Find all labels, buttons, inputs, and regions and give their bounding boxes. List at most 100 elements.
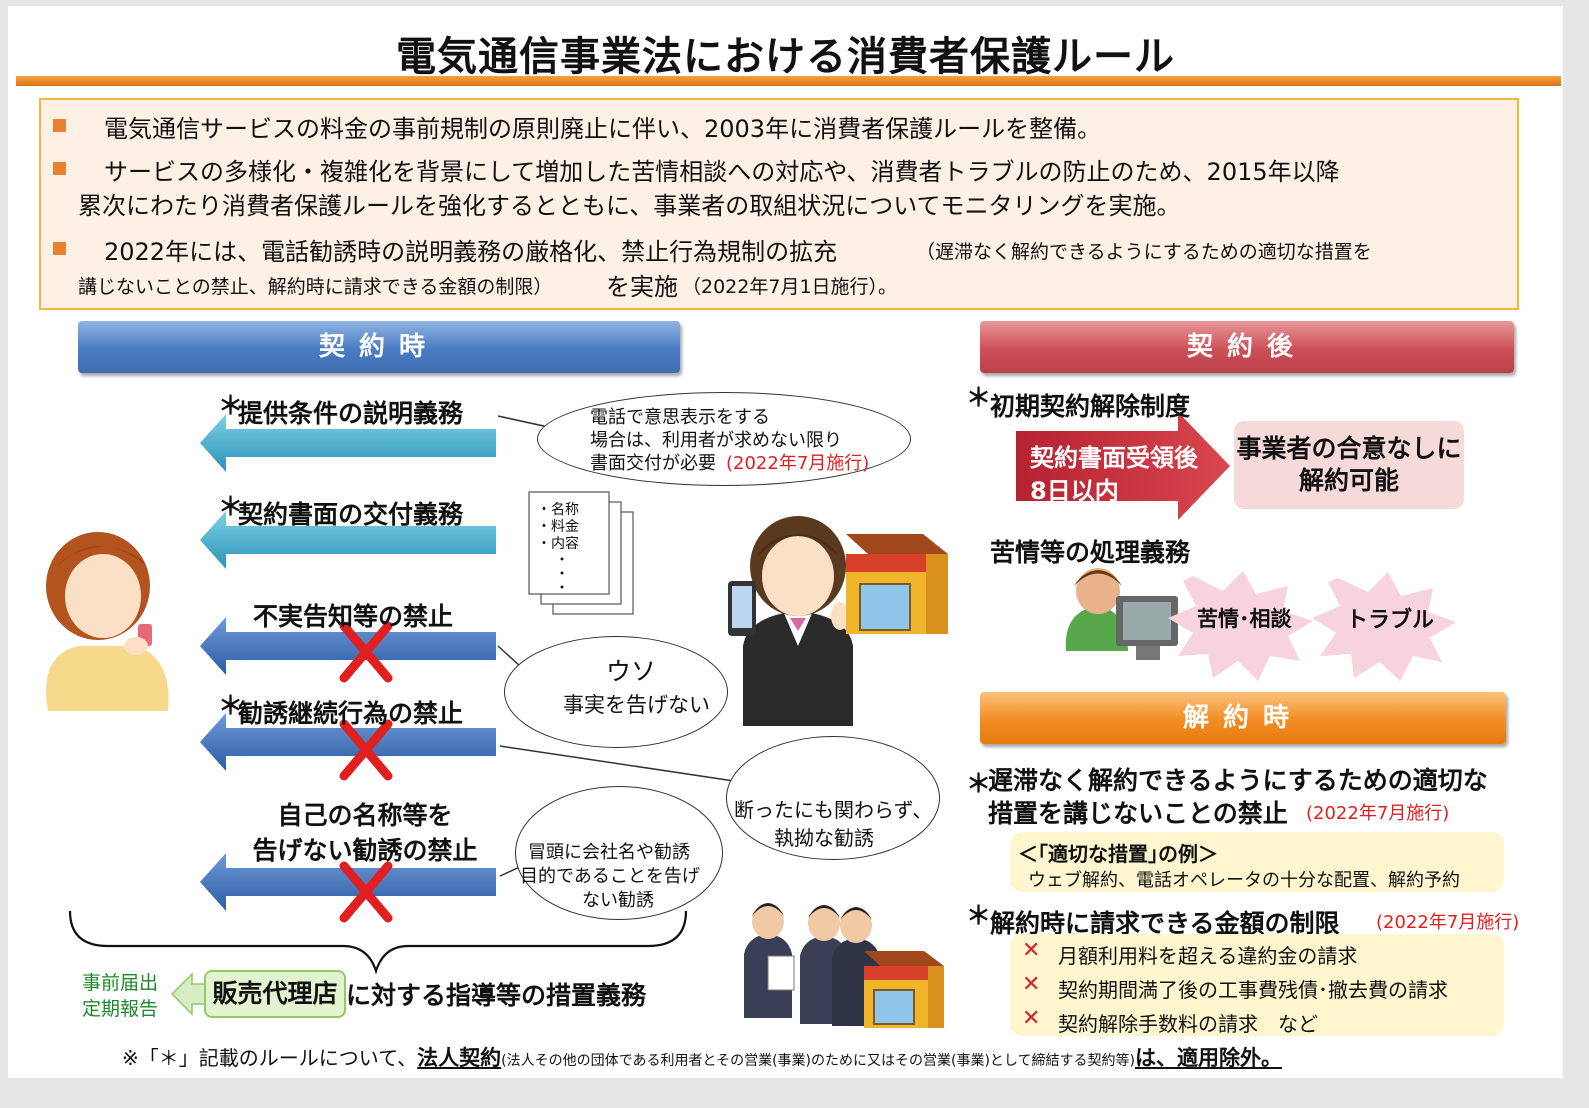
bullet-square-icon: [53, 119, 66, 132]
footer-paren: (法人その他の団体である利用者とその営業(事業)のために又はその営業(事業)とし…: [501, 1053, 1135, 1069]
bubble-text: 書面交付が必要: [590, 453, 716, 474]
cross-icon: [339, 621, 393, 683]
arrow-icon: [200, 617, 496, 675]
business-people-icon: [744, 903, 880, 1026]
star-mark: ＊: [966, 901, 992, 930]
bubble-text: 事実を告げない: [563, 693, 710, 717]
label-initial-cancellation: 初期契約解除制度: [990, 392, 1191, 421]
effective-note: (2022年7月施行): [1306, 803, 1450, 824]
agency-side-text: 定期報告: [82, 998, 159, 1020]
arrow-icon: [200, 414, 496, 472]
label-explanation-duty: 提供条件の説明義務: [238, 399, 464, 428]
document-text: ・・・: [553, 552, 569, 594]
bubble-text: 目的であることを告げ: [520, 866, 700, 887]
customer-woman-icon: [46, 532, 169, 711]
footer-note: ※「＊」記載のルールについて、法人契約(法人その他の団体である利用者とその営業(…: [122, 1042, 1282, 1072]
limit-item: 月額利用料を超える違約金の請求: [1058, 944, 1358, 968]
intro-line-1: 電気通信サービスの料金の事前規制の原則廃止に伴い、2003年に消費者保護ルールを…: [104, 115, 1102, 143]
bullet-square-icon: [53, 162, 66, 175]
example-box: [1010, 832, 1504, 892]
speech-bubble: [515, 786, 723, 920]
bubble-text: 冒頭に会社名や勧誘: [528, 842, 690, 863]
bullet-square-icon: [53, 242, 66, 255]
cancellation-result-line1: 事業者の合意なしに: [1236, 434, 1462, 463]
speech-bubble: [537, 392, 911, 486]
cancellation-result-line2: 解約可能: [1298, 466, 1399, 495]
star-mark: ＊: [966, 769, 992, 798]
brace-shape: [68, 910, 688, 975]
limit-box: [1010, 934, 1504, 1036]
example-text: ウェブ解約、電話オペレータの十分な配置、解約予約: [1028, 870, 1460, 891]
agency-box: 販売代理店: [204, 970, 346, 1018]
bubble-text: ウソ: [606, 657, 657, 686]
document-text: ・名称: [537, 502, 579, 518]
bubble-text: 断ったにも関わらず、: [734, 798, 933, 822]
label-cancel-measure-line2: 措置を講じないことの禁止: [988, 799, 1288, 828]
cross-icon: ✕: [1022, 972, 1041, 997]
bubble-note: (2022年7月施行): [726, 453, 870, 474]
document-text: ・料金: [537, 519, 579, 535]
label-false-statement-ban: 不実告知等の禁止: [253, 602, 454, 631]
label-cancel-measure-line1: 遅滞なく解約できるようにするための適切な: [988, 766, 1488, 795]
star-mark: ＊: [218, 492, 244, 521]
arrow-text: 契約書面受領後: [1030, 444, 1198, 472]
agency-duty-text: に対する指導等の措置義務: [346, 981, 647, 1010]
arrow-right-icon: [1016, 412, 1230, 520]
label-continued-solicitation-ban: 勧誘継続行為の禁止: [238, 699, 464, 728]
intro-line-3b-small: 講じないことの禁止、解約時に請求できる金額の制限）: [78, 276, 553, 298]
footer-bold-2: は、適用除外。: [1134, 1046, 1282, 1070]
title-underline: [16, 76, 1561, 86]
arrow-icon: [200, 853, 496, 911]
speech-bubble: [726, 736, 940, 860]
burst-text: トラブル: [1346, 608, 1435, 633]
label-unnamed-solicitation-ban-line2: 告げない勧誘の禁止: [252, 836, 478, 865]
bubble-text: 執拗な勧誘: [774, 826, 874, 850]
cross-icon: [339, 719, 393, 781]
arrow-text: 8日以内: [1030, 477, 1119, 505]
section-header-contract: 契約時: [78, 321, 680, 373]
label-unnamed-solicitation-ban-line1: 自己の名称等を: [277, 801, 453, 830]
shop-icon: [864, 951, 944, 1028]
intro-line-2a: サービスの多様化・複雑化を背景にして増加した苦情相談への対応や、消費者トラブルの…: [104, 158, 1340, 186]
intro-line-3b-tail: （2022年7月1日施行）。: [682, 276, 898, 298]
burst-icon: [1312, 572, 1456, 681]
example-title: ＜｢適切な措置｣の例＞: [1018, 842, 1218, 866]
limit-item: 契約期間満了後の工事費残債･撤去費の請求: [1058, 978, 1448, 1002]
person-at-computer-icon: [1065, 568, 1178, 660]
bubble-text: 電話で意思表示をする: [590, 407, 770, 428]
speech-bubble: [504, 636, 728, 748]
page-title: 電気通信事業法における消費者保護ルール: [396, 34, 1175, 80]
intro-line-3a-small: （遅滞なく解約できるようにするための適切な措置を: [916, 241, 1372, 263]
cross-icon: [339, 861, 393, 923]
footer-prefix: ※「＊」記載のルールについて、: [122, 1046, 418, 1070]
bubble-text: 場合は、利用者が求めない限り: [590, 430, 842, 451]
effective-note: (2022年7月施行): [1376, 912, 1520, 933]
star-mark: ＊: [218, 391, 244, 420]
intro-line-3a: 2022年には、電話勧誘時の説明義務の厳格化、禁止行為規制の拡充: [104, 238, 838, 266]
shop-icon: [846, 534, 948, 634]
label-complaint-duty: 苦情等の処理義務: [990, 538, 1191, 567]
burst-text: 苦情･相談: [1197, 607, 1292, 631]
star-mark: ＊: [966, 383, 992, 412]
section-header-cancellation: 解約時: [980, 692, 1506, 744]
intro-box: [39, 98, 1519, 310]
label-document-duty: 契約書面の交付義務: [238, 500, 464, 529]
star-mark: ＊: [218, 691, 244, 720]
cross-icon: ✕: [1022, 938, 1041, 963]
document-text: ・内容: [537, 536, 579, 552]
limit-item: 契約解除手数料の請求 など: [1058, 1012, 1318, 1036]
section-header-after-contract: 契約後: [980, 321, 1514, 373]
footer-bold-1: 法人契約: [417, 1046, 502, 1070]
intro-line-2b: 累次にわたり消費者保護ルールを強化するとともに、事業者の取組状況についてモニタリ…: [78, 192, 1181, 220]
slide: 電気通信事業法における消費者保護ルール 電気通信サービスの料金の事前規制の原則廃…: [8, 6, 1563, 1078]
bubble-text: ない勧誘: [582, 890, 654, 911]
label-amount-limit: 解約時に請求できる金額の制限: [990, 909, 1340, 938]
arrow-icon: [200, 511, 496, 569]
burst-icon: [1168, 571, 1313, 681]
intro-line-3b: を実施: [606, 273, 678, 301]
arrow-icon: [200, 713, 496, 771]
document-icon: [528, 491, 634, 615]
diagram-graphics: [46, 412, 1456, 1028]
cross-icon: ✕: [1022, 1006, 1041, 1031]
cancellation-result-box: 事業者の合意なしに 解約可能: [1234, 421, 1464, 509]
